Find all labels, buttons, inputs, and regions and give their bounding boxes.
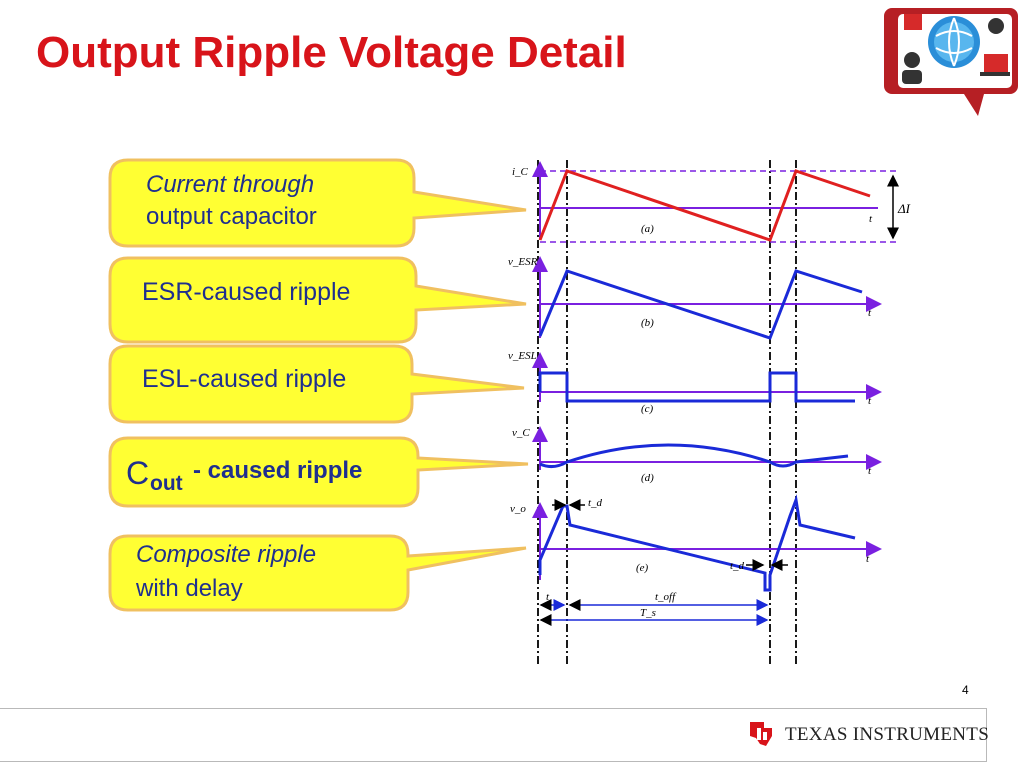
callout-current: Current through output capacitor xyxy=(108,158,527,248)
label-a: (a) xyxy=(641,223,654,235)
callout-cout: C out - caused ripple xyxy=(108,436,529,508)
label-vesl: v_ESL xyxy=(508,350,537,362)
connectivity-badge-icon xyxy=(884,8,1018,116)
label-d: (d) xyxy=(641,472,654,484)
timing-lines xyxy=(537,160,797,665)
label-c: (c) xyxy=(641,403,654,415)
waveform-a: i_C (a) t ΔI xyxy=(512,161,911,243)
label-t-on: t xyxy=(546,591,550,603)
footer-bar xyxy=(0,708,987,762)
label-vo: v_o xyxy=(510,503,526,515)
texas-instruments-logo-icon xyxy=(750,722,772,746)
page-title: Output Ripple Voltage Detail xyxy=(36,28,627,77)
label-t-c: t xyxy=(868,395,872,407)
label-vesr: v_ESR xyxy=(508,256,538,268)
label-t-d: t xyxy=(868,465,872,477)
slide-number: 4 xyxy=(962,683,969,697)
label-td-bottom: t_d xyxy=(730,560,745,572)
time-spans: t t_off T_s xyxy=(539,591,769,626)
callout-composite: Composite ripple with delay xyxy=(108,534,527,612)
label-t-a: t xyxy=(869,213,873,225)
label-t-off: t_off xyxy=(655,591,677,603)
callout-current-line1: Current through xyxy=(146,171,314,198)
callout-cout-rest: - caused ripple xyxy=(193,457,362,484)
callout-esl: ESL-caused ripple xyxy=(108,344,525,424)
waveform-e: v_o (e) t t_d t_d xyxy=(510,494,882,592)
callout-esr-label: ESR-caused ripple xyxy=(142,278,350,306)
label-b: (b) xyxy=(641,317,654,329)
callout-composite-line2: with delay xyxy=(135,575,243,602)
label-t-b: t xyxy=(868,307,872,319)
callout-composite-line1: Composite ripple xyxy=(136,541,316,568)
label-delta-i: ΔI xyxy=(897,201,911,216)
callout-esl-label: ESL-caused ripple xyxy=(142,365,346,393)
callout-cout-sub: out xyxy=(150,472,183,495)
label-ic: i_C xyxy=(512,166,529,178)
waveform-b: v_ESR (b) t xyxy=(508,256,882,340)
company-name: TEXAS INSTRUMENTS xyxy=(785,724,990,745)
label-t-e: t xyxy=(866,553,870,565)
callout-esr: ESR-caused ripple xyxy=(108,256,527,344)
waveform-d: v_C (d) t xyxy=(512,426,882,484)
callout-cout-c: C xyxy=(126,455,149,491)
label-ts: T_s xyxy=(640,607,656,619)
ripple-diagram: Current through output capacitor ESR-cau… xyxy=(108,158,911,665)
label-e: (e) xyxy=(636,562,649,574)
callout-current-line2: output capacitor xyxy=(146,203,317,230)
waveform-c: v_ESL (c) t xyxy=(508,350,882,415)
label-vc: v_C xyxy=(512,427,530,439)
label-td-top: t_d xyxy=(588,497,603,509)
